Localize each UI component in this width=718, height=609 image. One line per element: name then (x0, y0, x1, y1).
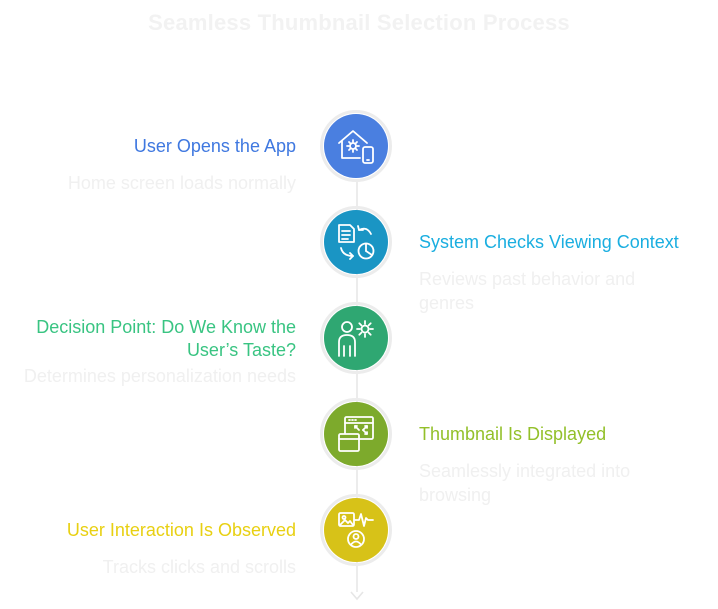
home-settings-phone-icon (338, 130, 374, 164)
step-1-disc (324, 114, 388, 178)
step-4-label: Thumbnail Is Displayed (419, 424, 607, 444)
step-1-label: User Opens the App (133, 136, 296, 156)
step-1-node (320, 110, 392, 182)
document-cycle-pie-icon (338, 224, 375, 260)
diagram-title: Seamless Thumbnail Selection Process (148, 10, 570, 35)
timeline-spine (356, 180, 358, 592)
step-1-description: Home screen loads normally (67, 173, 296, 193)
step-5-disc (324, 498, 388, 562)
step-2-disc (324, 210, 388, 274)
step-4-description: Seamlessly integrated into browsing (419, 461, 631, 505)
step-2-node (320, 206, 392, 278)
step-3-description: Determines personalization needs (23, 366, 296, 386)
step-3-label: Decision Point: Do We Know the User’s Ta… (36, 317, 296, 360)
user-gear-icon (338, 320, 374, 357)
step-4-disc (324, 402, 388, 466)
step-5-description: Tracks clicks and scrolls (102, 557, 296, 577)
step-2-label: System Checks Viewing Context (419, 232, 679, 252)
step-2-description: Reviews past behavior and genres (419, 269, 636, 313)
step-3-node (320, 302, 392, 374)
window-expand-icon (338, 416, 374, 452)
timeline-arrow-icon (350, 591, 364, 601)
step-3-disc (324, 306, 388, 370)
step-5-node (320, 494, 392, 566)
step-5-label: User Interaction Is Observed (66, 520, 296, 540)
image-pulse-user-icon (338, 512, 374, 548)
step-4-node (320, 398, 392, 470)
